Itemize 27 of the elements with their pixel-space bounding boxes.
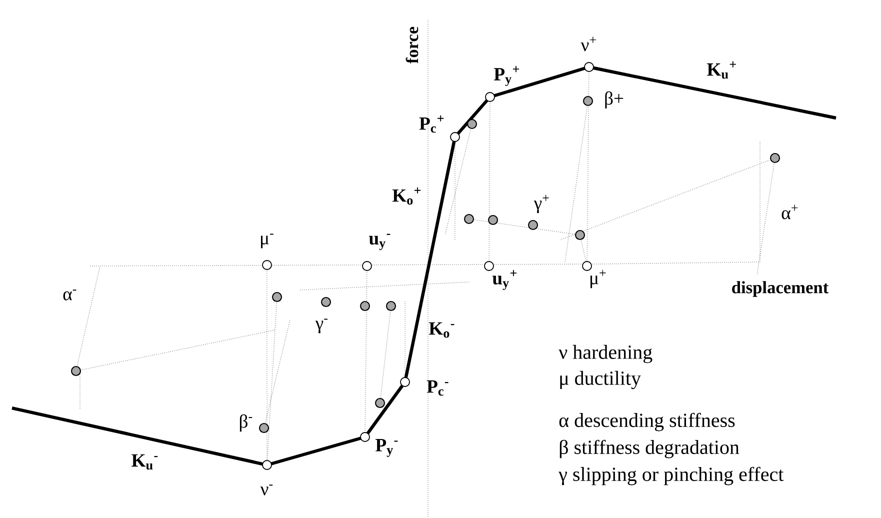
point-label: β+ [605,91,624,109]
point-label: P$_{y}$- [376,439,398,457]
point-label: β$^{-}$ [240,414,252,432]
legend-entry: ν hardening [558,344,652,364]
point-label: P$_{c}$+ [419,115,444,133]
point-label: u$_{y}$- [369,234,390,250]
axis-label: force [406,26,418,64]
point-label: μ$^{+}$ [590,270,606,288]
axis-label: displacement [732,281,829,297]
point-label: u$_{y}$+ [492,270,516,290]
point-label: P$_{y}$+ [494,66,519,86]
point-label: α$^{-}$ [63,290,76,300]
legend-entry: β stiffness degradation [560,440,740,458]
point-label: P$_{c}$- [426,380,448,396]
point-label: ν$^{+}$ [580,36,596,52]
point-label: α$^{+}$ [782,204,798,220]
point-label: μ$^{-}$ [261,234,274,248]
point-label: γ$^{+}$ [534,194,549,214]
point-label: K$_{o}$+ [392,187,421,205]
point-label: K$_{o}$- [428,322,454,338]
point-label: γ$^{-}$ [315,318,328,334]
legend-entry: α descending stiffness [559,412,735,432]
point-label: K$_{u}$+ [707,61,736,79]
point-label: ν$^{-}$ [260,484,273,496]
legend-entry: μ ductility [560,370,641,390]
legend-entry: γ slipping or pinching effect [558,466,784,486]
point-label: K$_{u}$- [132,454,158,470]
